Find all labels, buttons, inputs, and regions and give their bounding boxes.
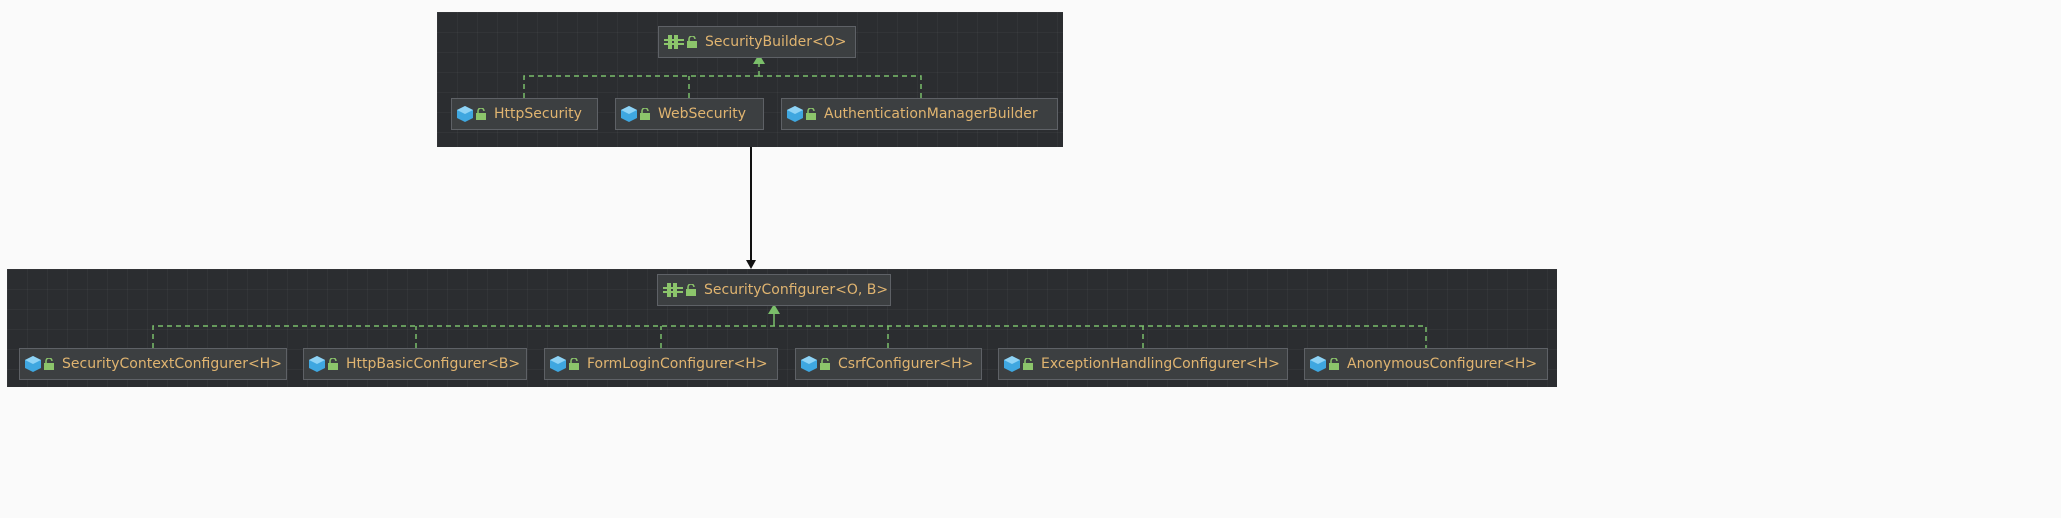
- node-anonymous-configurer[interactable]: AnonymousConfigurer<H>: [1304, 348, 1548, 380]
- node-security-context-configurer[interactable]: SecurityContextConfigurer<H>: [19, 348, 287, 380]
- node-label: HttpBasicConfigurer<B>: [346, 356, 521, 372]
- node-authentication-manager-builder[interactable]: AuthenticationManagerBuilder: [781, 98, 1058, 130]
- node-label: WebSecurity: [658, 106, 747, 122]
- lock-icon: [686, 284, 696, 296]
- node-exception-handling-configurer[interactable]: ExceptionHandlingConfigurer<H>: [998, 348, 1288, 380]
- security-configurer-diagram: SecurityConfigurer<O, B> SecurityContext…: [7, 269, 1557, 387]
- node-security-configurer[interactable]: SecurityConfigurer<O, B>: [657, 274, 891, 306]
- class-icon: [309, 356, 325, 372]
- lock-icon: [44, 358, 54, 370]
- lock-icon: [687, 36, 697, 48]
- node-form-login-configurer[interactable]: FormLoginConfigurer<H>: [544, 348, 778, 380]
- class-icon: [1310, 356, 1326, 372]
- inheritance-edges: [152, 304, 1427, 348]
- lock-icon: [806, 108, 816, 120]
- node-label: AuthenticationManagerBuilder: [824, 106, 1038, 122]
- node-csrf-configurer[interactable]: CsrfConfigurer<H>: [795, 348, 982, 380]
- interface-icon: [664, 35, 684, 49]
- lock-icon: [569, 358, 579, 370]
- node-label: HttpSecurity: [494, 106, 582, 122]
- node-security-builder[interactable]: SecurityBuilder<O>: [658, 26, 856, 58]
- node-http-basic-configurer[interactable]: HttpBasicConfigurer<B>: [303, 348, 527, 380]
- class-icon: [25, 356, 41, 372]
- security-builder-diagram: SecurityBuilder<O> HttpSecurity: [437, 12, 1063, 147]
- node-http-security[interactable]: HttpSecurity: [451, 98, 598, 130]
- lock-icon: [820, 358, 830, 370]
- node-label: AnonymousConfigurer<H>: [1347, 356, 1538, 372]
- class-icon: [550, 356, 566, 372]
- lock-icon: [328, 358, 338, 370]
- node-label: SecurityContextConfigurer<H>: [62, 356, 282, 372]
- node-label: CsrfConfigurer<H>: [838, 356, 974, 372]
- node-label: ExceptionHandlingConfigurer<H>: [1041, 356, 1280, 372]
- inheritance-edges: [523, 54, 922, 98]
- group-link-arrow: [746, 147, 756, 269]
- node-label: SecurityConfigurer<O, B>: [704, 282, 889, 298]
- lock-icon: [1023, 358, 1033, 370]
- lock-icon: [1329, 358, 1339, 370]
- lock-icon: [640, 108, 650, 120]
- class-icon: [1004, 356, 1020, 372]
- lock-icon: [476, 108, 486, 120]
- class-icon: [787, 106, 803, 122]
- class-icon: [801, 356, 817, 372]
- class-icon: [621, 106, 637, 122]
- node-web-security[interactable]: WebSecurity: [615, 98, 764, 130]
- node-label: SecurityBuilder<O>: [705, 34, 847, 50]
- class-icon: [457, 106, 473, 122]
- interface-icon: [663, 283, 683, 297]
- node-label: FormLoginConfigurer<H>: [587, 356, 768, 372]
